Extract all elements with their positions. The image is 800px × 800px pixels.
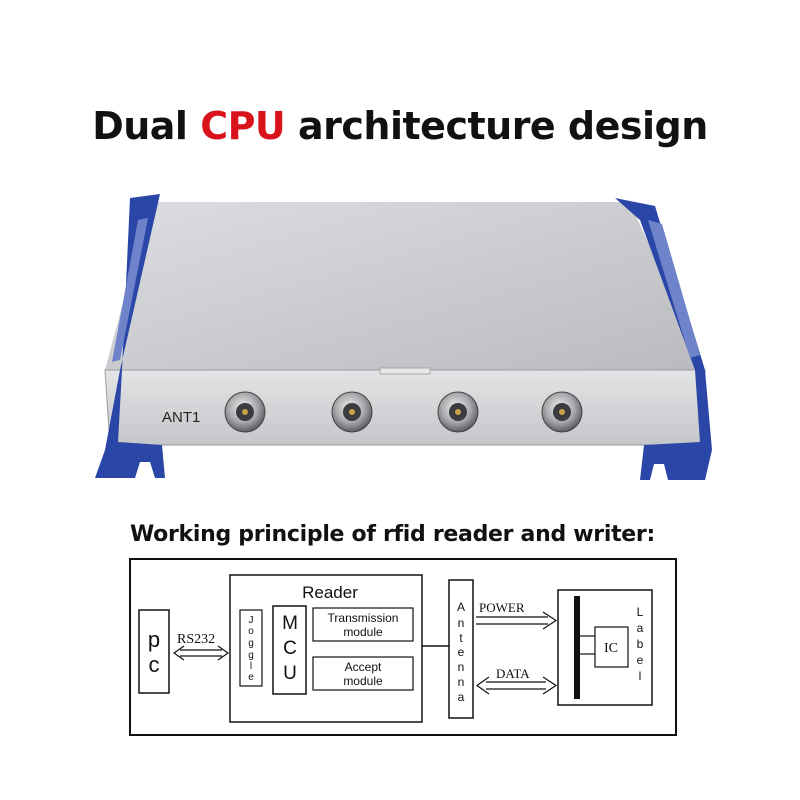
antenna-letter-4: e: [458, 645, 465, 659]
joggle-letter-3: g: [248, 638, 254, 649]
accept-label-line1: Accept: [345, 660, 382, 674]
antenna-connector-3: [437, 391, 479, 433]
label-letter-2: a: [637, 621, 644, 635]
label-letter-5: l: [639, 669, 642, 683]
joggle-box: [239, 609, 263, 687]
joggle-letter-2: o: [248, 626, 254, 637]
antenna-letter-5: n: [458, 660, 465, 674]
label-box: [557, 589, 653, 706]
label-letter-4: e: [637, 653, 644, 667]
antenna-letter-2: n: [458, 616, 465, 630]
transmission-label-line2: module: [343, 625, 383, 639]
device-top-panel: [105, 202, 705, 370]
rfid-reader-device-image: ANT1: [95, 194, 712, 480]
antenna-connector-1: [224, 391, 266, 433]
mcu-letter-u: U: [283, 663, 297, 684]
page-title: Dual CPU architecture design: [0, 104, 800, 148]
device-front-panel: [104, 369, 706, 446]
ic-box: [594, 626, 629, 668]
label-antenna-bar: [574, 596, 580, 699]
diagram-frame: [129, 558, 677, 736]
transmission-module-box: [312, 607, 414, 642]
ic-label: IC: [604, 641, 618, 656]
reader-label: Reader: [302, 583, 358, 602]
antenna-connector-4: [541, 391, 583, 433]
label-letter-1: L: [637, 605, 644, 619]
mcu-letter-m: M: [282, 613, 298, 634]
antenna-connector-2: [331, 391, 373, 433]
data-double-arrow: [475, 676, 558, 695]
port-label: ANT1: [162, 409, 200, 426]
pc-letter-c: c: [149, 652, 160, 677]
joggle-letter-1: J: [249, 615, 254, 626]
antenna-letter-3: t: [459, 631, 463, 645]
pc-box: [138, 609, 170, 694]
antenna-box: [448, 579, 474, 719]
transmission-label-line1: Transmission: [328, 611, 399, 625]
front-slot: [379, 367, 431, 375]
mcu-box: [272, 605, 307, 695]
accept-module-box: [312, 656, 414, 691]
title-suffix: architecture design: [285, 104, 708, 148]
antenna-letter-7: a: [458, 690, 465, 704]
left-bracket: [95, 194, 165, 478]
antenna-letter-6: n: [458, 675, 465, 689]
accept-label-line2: module: [343, 674, 383, 688]
reader-box: [229, 574, 423, 723]
joggle-letter-5: l: [250, 661, 252, 672]
power-arrow: [476, 611, 558, 630]
data-label: DATA: [496, 666, 530, 681]
power-label: POWER: [479, 600, 525, 615]
mcu-letter-c: C: [283, 638, 297, 659]
title-accent: CPU: [200, 104, 286, 148]
antenna-letter-1: A: [457, 600, 465, 614]
section-subtitle: Working principle of rfid reader and wri…: [130, 522, 655, 547]
rs232-double-arrow: [172, 645, 230, 661]
rs232-label: RS232: [177, 632, 215, 647]
label-letter-3: b: [637, 637, 644, 651]
joggle-letter-6: e: [248, 672, 254, 683]
title-prefix: Dual: [92, 104, 201, 148]
joggle-letter-4: g: [248, 650, 254, 661]
pc-letter-p: p: [148, 627, 160, 652]
rfid-block-diagram: p c RS232 Reader J o g g l e M C U Trans…: [129, 558, 677, 736]
